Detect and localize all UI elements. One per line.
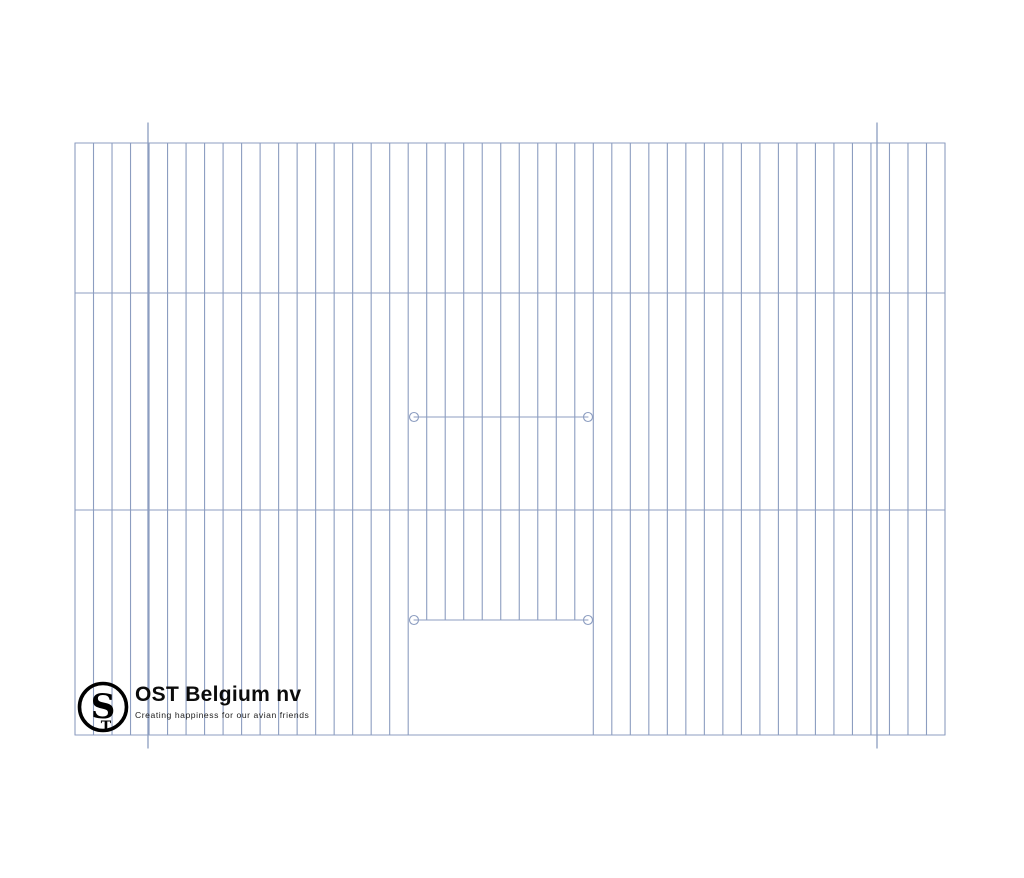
door-slide-bars: [408, 411, 594, 626]
horizontal-wires: [74, 142, 946, 736]
company-name: OST Belgium nv: [135, 683, 302, 706]
logo-ring-o: [77, 681, 129, 733]
company-tagline: Creating happiness for our avian friends: [135, 710, 310, 721]
hanger-wires: [147, 122, 878, 749]
ost-logo-icon: S T: [77, 681, 129, 734]
vertical-wires: [74, 142, 946, 736]
brand-block: S T OST Belgium nv Creating happiness fo…: [76, 680, 309, 734]
brand-text: OST Belgium nv Creating happiness for ou…: [135, 680, 309, 720]
logo-letter-t: T: [101, 719, 112, 734]
logo-letter-s: S: [91, 687, 116, 727]
